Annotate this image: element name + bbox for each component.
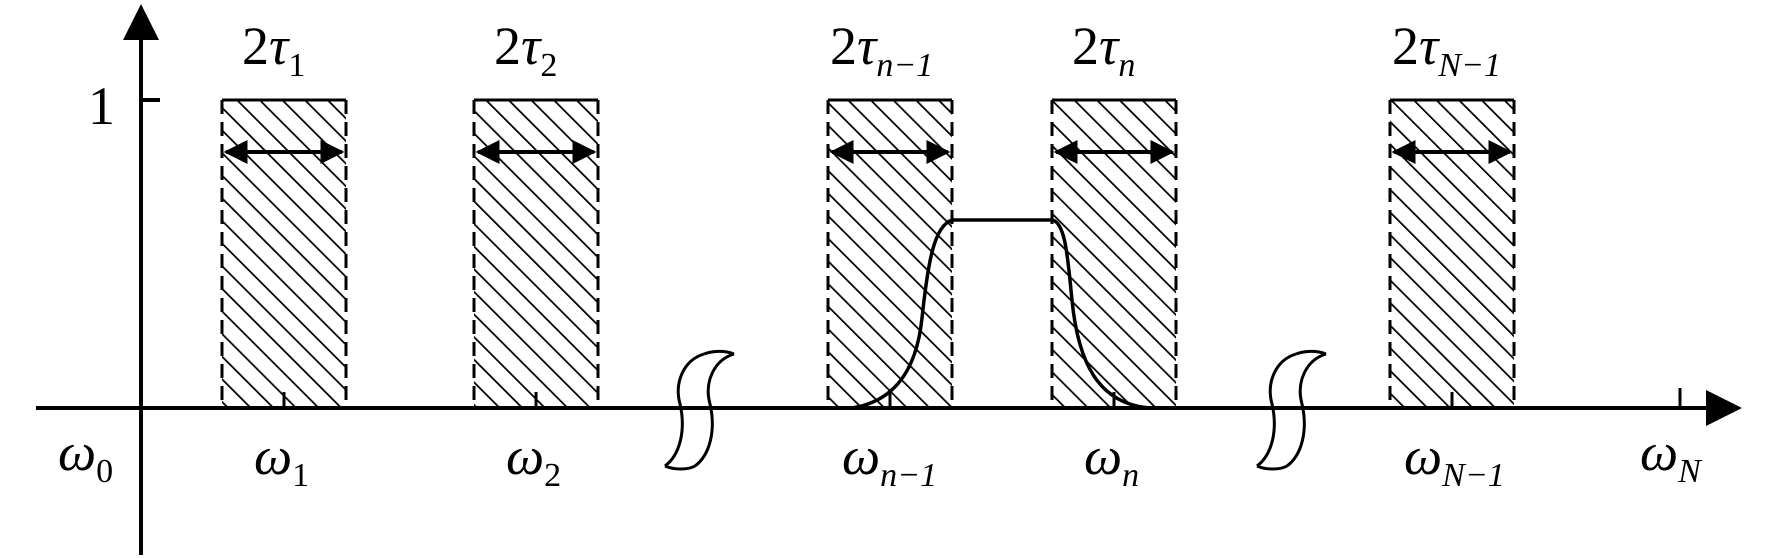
band-center-label: ωn xyxy=(1084,426,1139,494)
band-2: 2τ2 ω2 xyxy=(472,16,600,494)
band-width-label: 2τN−1 xyxy=(1392,16,1501,84)
band-hatched-region xyxy=(474,100,598,408)
band-width-label: 2τ2 xyxy=(494,16,557,84)
band-center-label: ω2 xyxy=(506,426,561,494)
x-axis-arrowhead xyxy=(1706,390,1742,426)
band-N-minus-1: 2τN−1 ωN−1 xyxy=(1388,16,1516,494)
band-n: 2τn ωn xyxy=(1050,16,1178,494)
band-width-label: 2τn xyxy=(1072,16,1135,84)
band-width-label: 2τ1 xyxy=(242,16,305,84)
x-origin-label: ω0 xyxy=(58,422,113,490)
band-hatched-region xyxy=(1052,100,1176,408)
band-center-label: ωN−1 xyxy=(1404,426,1505,494)
band-center-label: ω1 xyxy=(254,426,309,494)
band-hatched-region xyxy=(222,100,346,408)
band-n-minus-1: 2τn−1 ωn−1 xyxy=(826,16,954,494)
axis-break-symbol xyxy=(1256,349,1327,471)
y-tick-label-1: 1 xyxy=(88,76,115,136)
band-center-label: ωn−1 xyxy=(842,426,937,494)
filter-response-curve xyxy=(851,218,1151,410)
y-axis-arrowhead xyxy=(123,4,159,40)
axis-break-symbol xyxy=(664,349,735,471)
x-end-label: ωN xyxy=(1640,422,1703,490)
band-1: 2τ1 ω1 xyxy=(220,16,348,494)
band-hatched-region xyxy=(828,100,952,408)
band-hatched-region xyxy=(1390,100,1514,408)
band-width-label: 2τn−1 xyxy=(830,16,933,84)
